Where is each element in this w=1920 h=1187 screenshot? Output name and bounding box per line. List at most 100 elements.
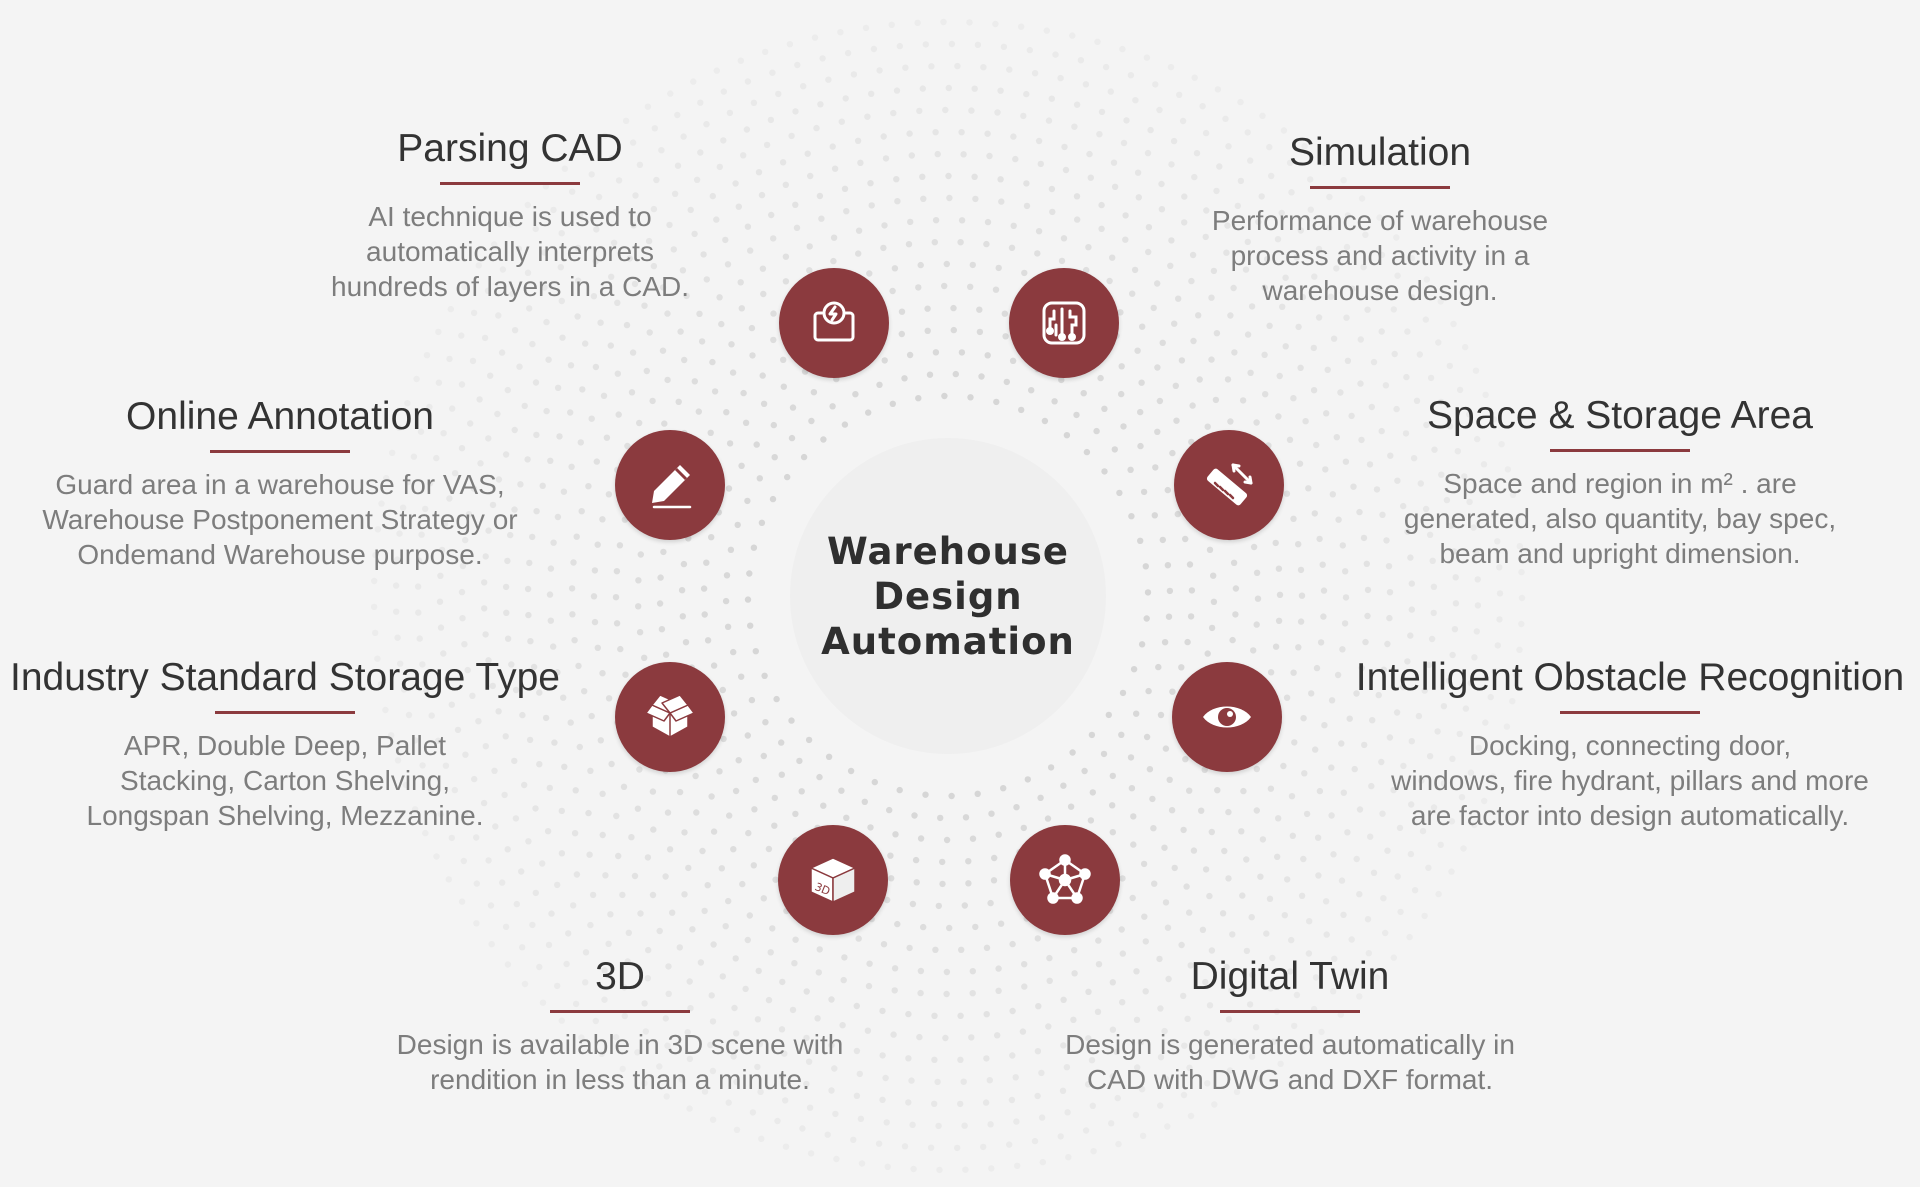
background-dot xyxy=(458,445,466,452)
background-dot xyxy=(1448,868,1455,875)
background-dot xyxy=(462,751,469,758)
background-dot xyxy=(1034,250,1041,257)
background-dot xyxy=(868,202,875,209)
background-dot xyxy=(499,266,507,273)
background-dot xyxy=(614,299,621,306)
background-dot xyxy=(518,868,525,875)
background-dot xyxy=(1364,306,1371,313)
background-dot xyxy=(1427,374,1435,382)
simulation-node[interactable] xyxy=(1009,268,1119,378)
background-dot xyxy=(599,790,606,797)
background-dot xyxy=(750,99,758,107)
background-dot xyxy=(1105,711,1113,719)
background-dot xyxy=(511,327,519,334)
background-dot xyxy=(841,421,849,428)
background-dot xyxy=(1422,316,1430,323)
background-dot xyxy=(1268,172,1275,180)
background-dot xyxy=(1202,978,1209,986)
space-storage-node[interactable] xyxy=(1174,430,1284,540)
background-dot xyxy=(710,662,718,669)
background-dot xyxy=(404,478,412,486)
background-dot xyxy=(865,409,872,416)
background-dot xyxy=(1423,421,1430,429)
background-dot xyxy=(1503,723,1511,730)
background-dot xyxy=(1100,750,1108,758)
background-dot xyxy=(1001,310,1008,317)
background-dot xyxy=(737,57,744,64)
background-dot xyxy=(1367,833,1374,840)
background-dot xyxy=(800,83,807,90)
background-dot xyxy=(1222,115,1229,123)
background-dot xyxy=(1128,513,1135,520)
background-dot xyxy=(558,230,565,237)
obstacle-recognition-node[interactable] xyxy=(1172,662,1282,772)
background-dot xyxy=(867,180,874,187)
digital-twin-node[interactable] xyxy=(1010,825,1120,935)
background-dot xyxy=(707,429,714,436)
background-dot xyxy=(756,475,763,482)
background-dot xyxy=(502,923,510,930)
background-dot xyxy=(774,1117,781,1125)
background-dot xyxy=(615,852,622,860)
background-dot xyxy=(725,485,733,492)
background-dot xyxy=(635,603,642,610)
background-dot xyxy=(678,1076,686,1083)
background-dot xyxy=(1409,294,1416,301)
industry-storage-node[interactable] xyxy=(615,662,725,772)
background-dot xyxy=(1131,266,1139,274)
background-dot xyxy=(1390,786,1397,794)
background-dot xyxy=(948,792,955,800)
background-dot xyxy=(1434,728,1441,735)
background-dot xyxy=(1446,362,1454,370)
background-dot xyxy=(524,201,531,209)
background-dot xyxy=(656,600,664,607)
background-dot xyxy=(1361,741,1368,749)
parsing-cad-node[interactable] xyxy=(779,268,889,378)
background-dot xyxy=(460,857,467,865)
background-dot xyxy=(1057,74,1064,82)
background-dot xyxy=(1086,150,1093,158)
background-dot xyxy=(1290,515,1297,522)
background-dot xyxy=(1364,916,1372,923)
background-dot xyxy=(1356,508,1363,516)
background-dot xyxy=(565,930,572,937)
background-dot xyxy=(526,305,533,312)
background-dot xyxy=(972,195,979,203)
background-dot xyxy=(1143,54,1151,61)
background-dot xyxy=(1379,810,1386,817)
background-dot xyxy=(597,319,604,326)
background-dot xyxy=(1187,613,1195,620)
background-dot xyxy=(926,371,934,378)
background-dot xyxy=(1408,738,1416,745)
background-dot xyxy=(1082,1127,1090,1134)
background-dot xyxy=(1321,722,1328,729)
background-dot xyxy=(470,309,478,317)
background-dot xyxy=(680,560,688,568)
background-dot xyxy=(664,809,672,816)
background-dot xyxy=(780,356,787,363)
background-dot xyxy=(1275,413,1282,420)
background-dot xyxy=(1010,133,1017,140)
background-dot xyxy=(984,130,991,137)
background-dot xyxy=(1400,762,1407,770)
background-dot xyxy=(1000,43,1008,50)
background-dot xyxy=(481,334,489,342)
background-dot xyxy=(906,130,913,137)
background-dot xyxy=(498,349,506,356)
background-dot xyxy=(701,611,708,618)
background-dot xyxy=(915,395,922,402)
background-dot xyxy=(1178,664,1185,671)
background-dot xyxy=(707,1041,714,1049)
background-dot xyxy=(1038,1069,1045,1077)
background-dot xyxy=(1191,74,1198,81)
background-dot xyxy=(1152,81,1159,88)
background-dot xyxy=(1258,193,1265,200)
background-dot xyxy=(687,1005,694,1012)
background-dot xyxy=(856,1070,863,1078)
background-dot xyxy=(394,757,402,764)
online-annotation-node[interactable] xyxy=(615,430,725,540)
three-d-node[interactable]: 3D xyxy=(778,825,888,935)
background-dot xyxy=(709,1067,717,1075)
background-dot xyxy=(1259,112,1266,120)
background-dot xyxy=(1208,947,1216,954)
